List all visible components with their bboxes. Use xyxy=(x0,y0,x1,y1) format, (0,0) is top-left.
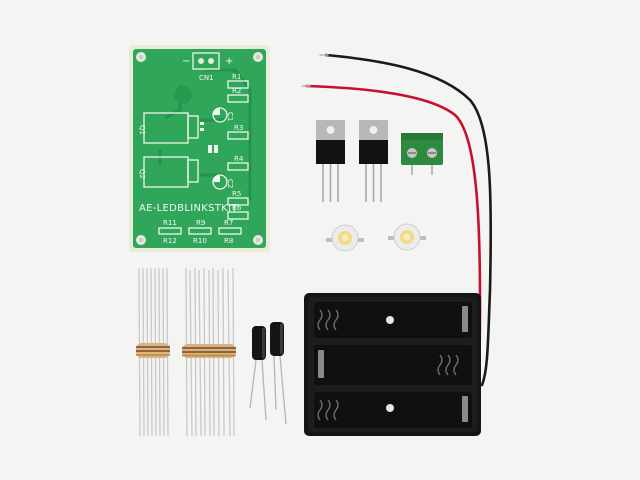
pcb-title: AE-LEDBLINKSTKIT xyxy=(139,203,238,214)
pcb-r10-label: R10 xyxy=(193,237,207,245)
pcb-c2-label: C2 xyxy=(226,179,234,188)
black-wire xyxy=(324,53,493,387)
terminal-block xyxy=(401,133,443,175)
pcb-minus-label: − xyxy=(182,56,190,67)
battery-holder xyxy=(304,293,481,436)
pcb-cn1-label: CN1 xyxy=(199,74,214,82)
pcb-r3-label: R3 xyxy=(234,124,243,132)
transistor-left xyxy=(316,120,345,202)
pcb-r1-label: R1 xyxy=(232,73,241,81)
pcb-r11-label: R11 xyxy=(163,219,177,227)
capacitor-right xyxy=(270,322,287,425)
pcb-plus-label: + xyxy=(225,56,233,67)
pcb-r4-label: R4 xyxy=(234,155,244,163)
transistor-right xyxy=(359,120,388,202)
resistor-bodies-right xyxy=(182,344,236,358)
pcb-r6-label: R6 xyxy=(232,204,242,212)
pcb-r12-label: R12 xyxy=(163,237,177,245)
pcb-r8-label: R8 xyxy=(224,237,233,245)
power-led-left xyxy=(326,224,364,252)
power-led-right xyxy=(388,223,426,251)
pcb-board: − + CN1 R1 R2 R3 R4 R5 R6 C1 C2 Q1 Q2 xyxy=(129,45,270,252)
pcb-r7-label: R7 xyxy=(224,219,233,227)
pcb-c1-label: C1 xyxy=(226,112,234,121)
pcb-r9-label: R9 xyxy=(196,219,205,227)
pcb-r5-label: R5 xyxy=(232,190,241,198)
resistor-bodies-left xyxy=(136,343,170,358)
capacitor-left xyxy=(249,326,267,421)
pcb-r2-label: R2 xyxy=(232,87,241,95)
pcb-q2-label: Q2 xyxy=(138,169,146,179)
pcb-q1-label: Q1 xyxy=(138,125,146,135)
